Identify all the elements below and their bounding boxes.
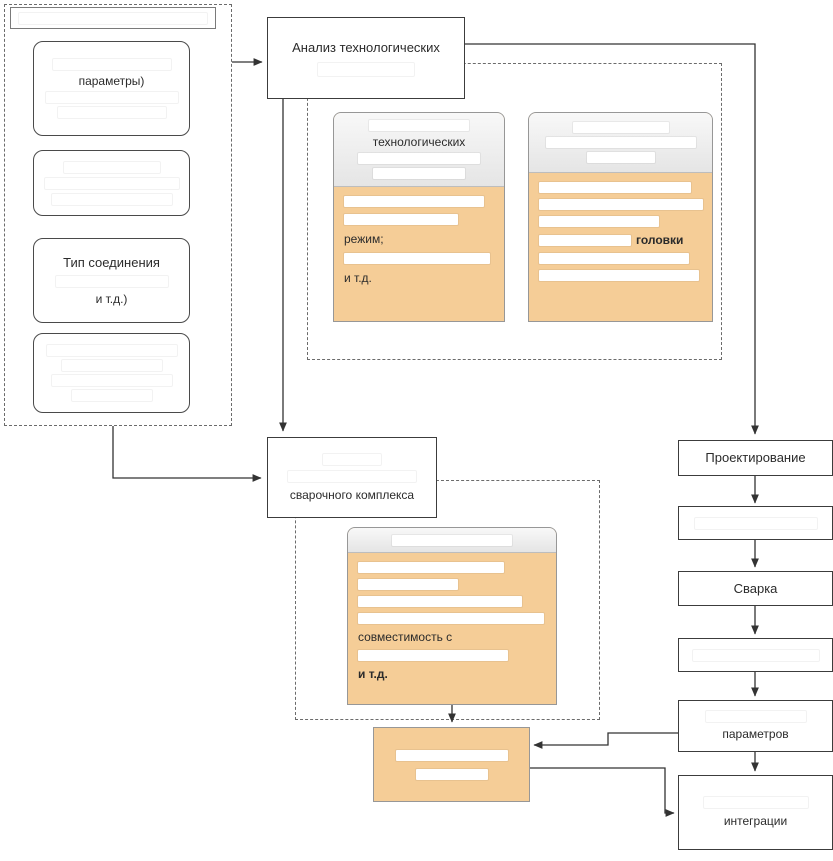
positioning-head-word: головки [636, 233, 684, 247]
joint-type-title: Тип соединения [63, 255, 160, 270]
tech-modes-etc-line: и т.д. [344, 271, 372, 285]
arrow-result-to-integration [530, 767, 675, 817]
requirements-box [33, 333, 190, 413]
analysis-detail-group [307, 63, 722, 360]
redacted-text [19, 12, 207, 24]
redacted-text [44, 177, 179, 189]
redacted-text [57, 107, 166, 118]
params-correction-line: параметров [722, 727, 789, 741]
tech-modes-card: технологических режим; и т.д. [333, 112, 505, 322]
material-box [33, 150, 190, 216]
redacted-text [415, 768, 488, 780]
redacted-text [358, 650, 508, 661]
redacted-text [703, 797, 808, 808]
redacted-text [572, 122, 669, 133]
redacted-text [539, 199, 703, 210]
redacted-text [539, 270, 699, 281]
redacted-text [545, 137, 696, 148]
selection-result-box [373, 727, 530, 802]
arrow-analysis-to-design [465, 43, 759, 435]
right-step4-box [678, 638, 833, 672]
positioning-card-header [529, 113, 712, 173]
redacted-text [539, 182, 691, 193]
complex-detail-group [295, 480, 600, 720]
joint-type-etc: и т.д.) [95, 292, 128, 306]
robot-requirements-card: совместимость с и т.д. [347, 527, 557, 705]
redacted-text [395, 749, 508, 761]
redacted-text [539, 216, 659, 227]
design-label: Проектирование [705, 450, 806, 465]
robot-card-header [348, 528, 556, 553]
geometry-params-line: параметры) [78, 74, 145, 88]
positioning-head-row: головки [539, 233, 683, 247]
redacted-text [288, 470, 416, 482]
positioning-card-body: головки [529, 173, 712, 321]
redacted-text [392, 534, 512, 546]
welding-box: Сварка [678, 571, 833, 606]
tech-modes-card-header: технологических [334, 113, 504, 187]
redacted-text [71, 390, 152, 401]
robot-compat-line: совместимость с [358, 630, 453, 644]
redacted-text [46, 345, 177, 356]
redacted-text [344, 196, 484, 207]
redacted-text [586, 152, 655, 163]
redacted-text [52, 59, 171, 70]
redacted-text [358, 596, 522, 607]
joint-type-box: Тип соединения и т.д.) [33, 238, 190, 323]
redacted-text [55, 276, 168, 287]
redacted-text [61, 360, 162, 371]
tech-modes-card-body: режим; и т.д. [334, 187, 504, 321]
redacted-text [358, 579, 458, 590]
robot-card-body: совместимость с и т.д. [348, 553, 556, 704]
redacted-text [358, 613, 544, 624]
redacted-text [373, 168, 465, 179]
params-correction-box: параметров [678, 700, 833, 752]
redacted-text [358, 153, 480, 164]
tech-modes-mode-line: режим; [344, 232, 384, 246]
geometry-params-box: параметры) [33, 41, 190, 136]
redacted-text [45, 92, 178, 103]
welding-complex-line: сварочного комплекса [289, 487, 415, 502]
redacted-text [323, 453, 381, 465]
right-step2-box [678, 506, 833, 540]
redacted-text [705, 711, 806, 722]
integration-box: интеграции [678, 775, 833, 850]
redacted-text [51, 193, 172, 205]
redacted-text [318, 63, 414, 76]
analysis-box: Анализ технологических [267, 17, 465, 99]
input-parameters-group [4, 4, 232, 426]
positioning-card: головки [528, 112, 713, 322]
left-panel-title-box [10, 7, 216, 29]
redacted-text [63, 161, 160, 173]
redacted-text [358, 562, 504, 573]
robot-etc-line: и т.д. [358, 667, 388, 681]
arrow-panel-to-complex [112, 426, 262, 482]
design-box: Проектирование [678, 440, 833, 476]
redacted-text [692, 649, 819, 661]
redacted-text [51, 375, 172, 386]
analysis-title: Анализ технологических [292, 40, 440, 55]
tech-modes-header-line: технологических [372, 135, 466, 149]
redacted-text [369, 120, 469, 131]
welding-complex-box: сварочного комплекса [267, 437, 437, 518]
redacted-text [539, 234, 631, 246]
welding-label: Сварка [733, 580, 778, 596]
arrow-params-to-result [533, 732, 678, 749]
redacted-text [344, 253, 490, 264]
redacted-text [694, 517, 817, 529]
redacted-text [539, 253, 689, 264]
integration-line: интеграции [723, 814, 788, 828]
redacted-text [344, 214, 458, 225]
